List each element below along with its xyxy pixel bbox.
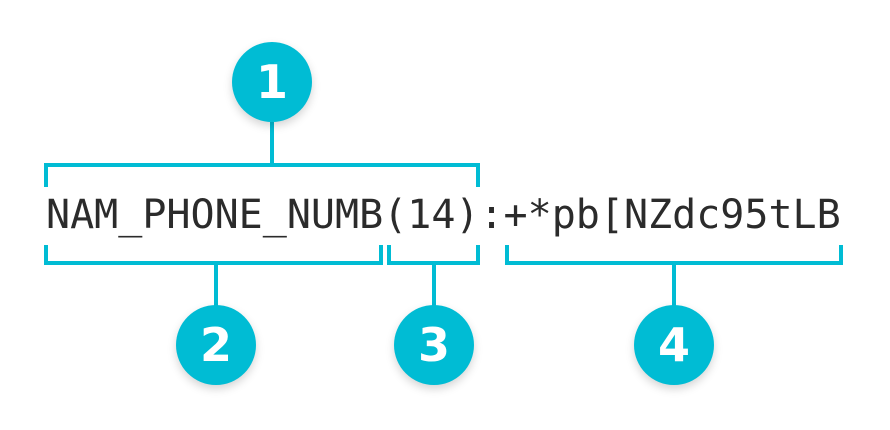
badge-label-4: 4 bbox=[657, 318, 690, 372]
code-text: NAM_PHONE_NUMB(14):+*pb[NZdc95tLB bbox=[46, 192, 841, 238]
stem-annotation-2 bbox=[214, 262, 218, 307]
badge-label-3: 3 bbox=[417, 318, 450, 372]
stem-annotation-1 bbox=[270, 122, 274, 165]
badge-annotation-2[interactable]: 2 bbox=[176, 305, 256, 385]
badge-annotation-3[interactable]: 3 bbox=[394, 305, 474, 385]
bracket-annotation-2 bbox=[44, 245, 383, 265]
stem-annotation-3 bbox=[432, 262, 436, 307]
badge-label-1: 1 bbox=[255, 55, 288, 109]
stem-annotation-4 bbox=[672, 262, 676, 307]
badge-label-2: 2 bbox=[199, 318, 232, 372]
badge-annotation-4[interactable]: 4 bbox=[634, 305, 714, 385]
bracket-annotation-1 bbox=[44, 163, 480, 187]
badge-annotation-1[interactable]: 1 bbox=[232, 42, 312, 122]
